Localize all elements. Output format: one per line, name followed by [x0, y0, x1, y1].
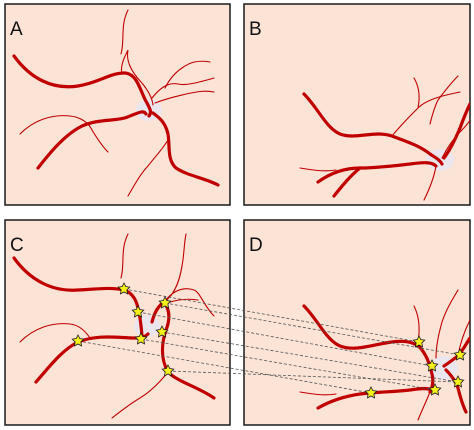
vessel-lower-right — [151, 111, 220, 187]
vessel-branch — [120, 9, 129, 55]
correspondence-line — [167, 370, 459, 383]
correspondence-line — [161, 331, 459, 383]
vessel-lower-left — [36, 110, 148, 170]
vessel-upper — [302, 304, 435, 394]
vessel-branch — [163, 233, 187, 303]
vessel-branch — [429, 75, 459, 125]
vessel-branch — [299, 391, 337, 396]
vessel-branch — [164, 60, 211, 89]
correspondence-line — [77, 340, 372, 394]
vessel-branch — [19, 115, 109, 153]
panel-label-a: A — [10, 19, 23, 40]
vessel-branch — [111, 371, 169, 419]
panel-label-c: C — [10, 235, 24, 256]
panel-label-b: B — [249, 19, 262, 40]
panel-a: A — [4, 3, 231, 206]
vessel-lower-branch — [332, 166, 362, 198]
vessel-branch — [299, 167, 337, 172]
vessel-branch — [19, 323, 91, 343]
vessel-branch — [151, 77, 215, 99]
vessel-branch — [120, 49, 154, 106]
panel-a-background — [4, 3, 231, 206]
panel-label-d: D — [249, 235, 263, 256]
vessel-branch — [423, 165, 437, 201]
vessel-right-lower — [444, 368, 468, 414]
vessel-right — [442, 102, 470, 160]
panel-b: B — [243, 3, 471, 206]
vessel-branch — [417, 391, 431, 421]
vessel-upper-left — [12, 54, 153, 118]
vessel-branch — [127, 139, 169, 197]
vessel-branch — [120, 233, 129, 279]
vessel-lower — [316, 386, 434, 410]
vessel-branch — [435, 289, 459, 359]
vessel-branch — [154, 90, 215, 104]
vessel-lower — [316, 161, 438, 184]
correspondence-lines — [77, 288, 461, 394]
panel-c-background — [4, 219, 231, 426]
vessel-branch — [413, 77, 420, 109]
panel-c: C — [4, 219, 231, 426]
panel-d: D — [243, 219, 471, 426]
vessel-branch — [441, 119, 470, 159]
panel-a-vessels — [12, 9, 220, 197]
panel-b-vessels — [299, 75, 470, 201]
